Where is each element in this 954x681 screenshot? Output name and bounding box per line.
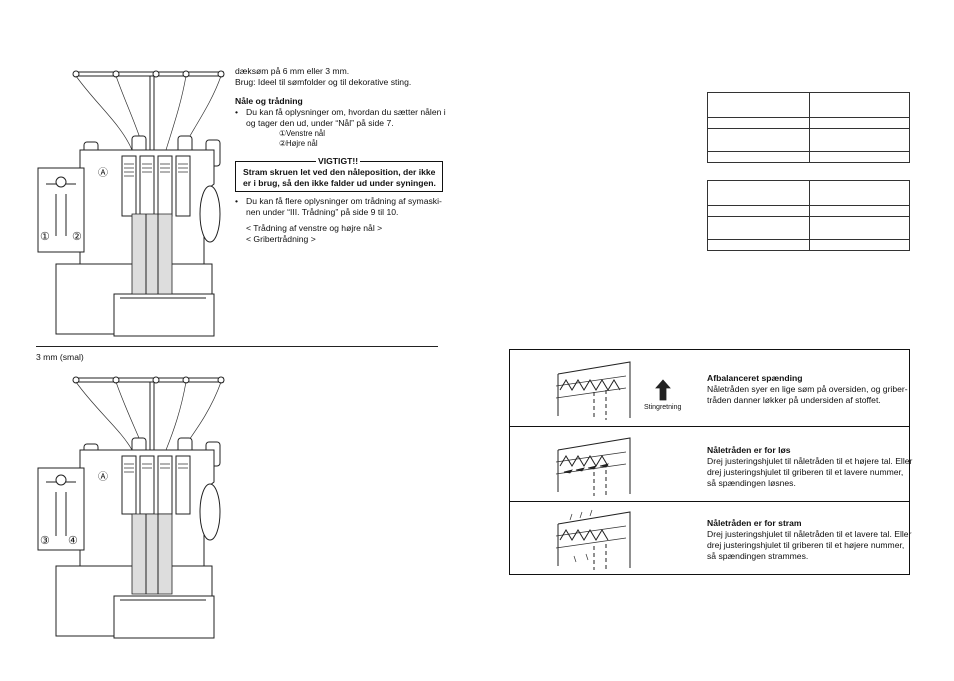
tension-loose-line-2: drej justeringshjulet til griberen til e…: [707, 467, 904, 477]
machine-figure-bottom: [37, 376, 225, 639]
bullet-icon: •: [235, 107, 239, 117]
needle-item-left: ①Venstre nål: [279, 129, 326, 138]
figure2-label-3: ③: [40, 535, 50, 547]
tension-tight-line-3: så spændingen strammes.: [707, 551, 809, 561]
figure2-label-4: ④: [68, 535, 78, 547]
stitch-diagram-too-tight: [555, 509, 631, 570]
looper-threading-label: < Gribertrådning >: [246, 234, 316, 244]
figure2-marker-a: Ⓐ: [98, 472, 108, 483]
empty-table-1: [707, 92, 910, 163]
stitch-direction-arrow-icon: [655, 379, 671, 401]
important-notice-box: VIGTIGT!! Stram skruen let ved den nålep…: [235, 156, 443, 192]
tension-balanced-heading: Afbalanceret spænding: [707, 373, 803, 383]
stitch-direction-label: Stingretning: [644, 404, 682, 411]
needle-section-heading: Nåle og trådning: [235, 96, 303, 106]
intro-line-1: dæksøm på 6 mm eller 3 mm.: [235, 66, 350, 76]
figure1-label-1: ①: [40, 231, 50, 243]
threading-left-right-label: < Trådning af venstre og højre nål >: [246, 223, 383, 233]
tension-tight-line-1: Drej justeringshjulet til nåletråden til…: [707, 529, 912, 539]
figure1-label-2: ②: [72, 231, 82, 243]
empty-table-2: [707, 180, 910, 251]
important-notice-line-1: Stram skruen let ved den nåleposition, d…: [243, 167, 436, 177]
tension-row-divider: [510, 426, 909, 427]
tension-row-divider: [510, 501, 909, 502]
tension-balanced-line-1: Nåletråden syer en lige søm på oversiden…: [707, 384, 908, 394]
needle-bullet-line-2: og tager den ud, under “Nål” på side 7.: [246, 118, 394, 128]
needle-bullet-line-1: Du kan få oplysninger om, hvordan du sæt…: [246, 107, 446, 117]
important-notice-line-2: er i brug, så den ikke falder ud under s…: [243, 178, 436, 188]
threading-bullet-line-1: Du kan få flere oplysninger om trådning …: [246, 196, 442, 206]
tension-loose-heading: Nåletråden er for løs: [707, 445, 791, 455]
tension-loose-line-1: Drej justeringshjulet til nåletråden til…: [707, 456, 913, 466]
bullet-icon: •: [235, 196, 239, 206]
tension-tight-heading: Nåletråden er for stram: [707, 518, 802, 528]
tension-balanced-line-2: tråden danner løkker på undersiden af st…: [707, 395, 881, 405]
machine-figure-top: [37, 70, 225, 337]
stitch-diagram-too-loose: [555, 437, 631, 496]
needle-item-right: ②Højre nål: [279, 139, 318, 148]
stitch-diagram-balanced: [555, 361, 631, 420]
tension-loose-line-3: så spændingen løsnes.: [707, 478, 796, 488]
tension-tight-line-2: drej justeringshjulet til griberen til e…: [707, 540, 905, 550]
figure1-marker-a: Ⓐ: [98, 168, 108, 179]
thread-tension-panel: Stingretning Afbalanceret spænding Nålet…: [509, 349, 913, 575]
section2-label: 3 mm (smal): [36, 352, 84, 362]
important-notice-title: VIGTIGT!!: [316, 156, 361, 166]
section-divider: [36, 346, 438, 347]
threading-bullet-line-2: nen under “III. Trådning” på side 9 til …: [246, 207, 399, 217]
intro-line-2: Brug: Ideel til sømfolder og til dekorat…: [235, 77, 412, 87]
